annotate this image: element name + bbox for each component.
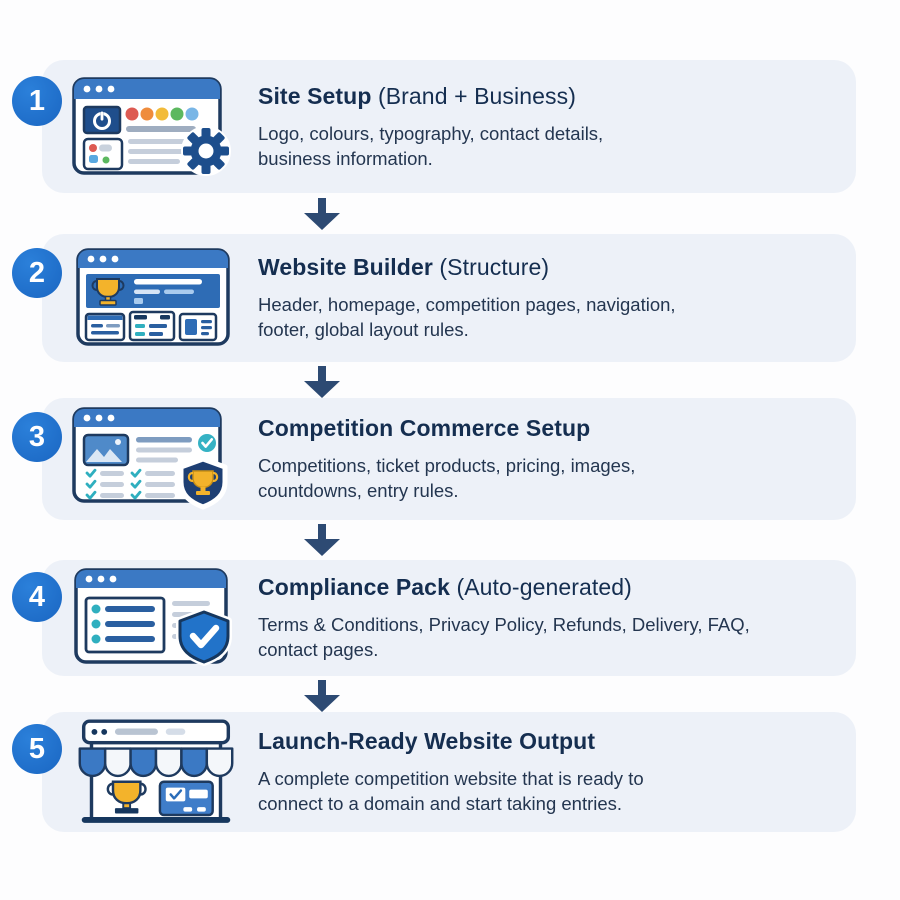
- site-setup-browser-gear-icon: [70, 60, 242, 193]
- step-description-line-2: contact pages.: [258, 639, 379, 660]
- step-description-line-1: Header, homepage, competition pages, nav…: [258, 294, 676, 315]
- step-description: Header, homepage, competition pages, nav…: [258, 292, 836, 342]
- step-card-commerce-setup: Competition Commerce Setup Competitions,…: [42, 398, 856, 520]
- step-description-line-2: footer, global layout rules.: [258, 319, 469, 340]
- step-description: A complete competition website that is r…: [258, 766, 836, 816]
- step-description: Logo, colours, typography, contact detai…: [258, 121, 836, 171]
- step-title-bold: Competition Commerce Setup: [258, 415, 591, 441]
- arrow-down-icon: [304, 524, 340, 556]
- step-title: Website Builder (Structure): [258, 254, 836, 281]
- step-card-compliance-pack: Compliance Pack (Auto-generated) Terms &…: [42, 560, 856, 676]
- step-description-line-1: Logo, colours, typography, contact detai…: [258, 122, 604, 144]
- commerce-checklist-trophy-shield-icon: [70, 398, 242, 520]
- arrow-down-icon: [304, 366, 340, 398]
- step-title-bold: Launch-Ready Website Output: [258, 728, 596, 754]
- step-title-secondary: (Structure): [432, 254, 550, 280]
- step-number-badge-4: 4: [12, 572, 62, 622]
- step-card-launch-output: Launch-Ready Website Output A complete c…: [42, 712, 856, 832]
- step-title: Launch-Ready Website Output: [258, 728, 836, 755]
- step-description-line-1: A complete competition website that is r…: [258, 768, 644, 789]
- step-description: Terms & Conditions, Privacy Policy, Refu…: [258, 612, 836, 662]
- step-number-badge-3: 3: [12, 412, 62, 462]
- step-card-site-setup: Site Setup (Brand + Business) Logo, colo…: [42, 60, 856, 193]
- step-title-bold: Website Builder: [258, 254, 433, 280]
- arrow-down-icon: [304, 680, 340, 712]
- step-title: Competition Commerce Setup: [258, 415, 836, 442]
- launch-storefront-icon: [70, 712, 242, 832]
- step-number-badge-5: 5: [12, 724, 62, 774]
- step-description: Competitions, ticket products, pricing, …: [258, 453, 836, 503]
- step-title-secondary: (Brand + Business): [371, 82, 576, 109]
- step-card-website-builder: Website Builder (Structure) Header, home…: [42, 234, 856, 362]
- step-description-line-2: connect to a domain and start taking ent…: [258, 793, 623, 814]
- step-title-bold: Site Setup: [258, 82, 372, 109]
- step-title: Site Setup (Brand + Business): [258, 83, 836, 110]
- step-description-line-2: countdowns, entry rules.: [258, 480, 459, 501]
- step-title-bold: Compliance Pack: [258, 574, 450, 600]
- step-description-line-2: business information.: [258, 147, 433, 169]
- step-description-line-1: Competitions, ticket products, pricing, …: [258, 455, 636, 476]
- step-description-line-1: Terms & Conditions, Privacy Policy, Refu…: [258, 614, 750, 635]
- compliance-shield-check-icon: [70, 560, 242, 676]
- arrow-down-icon: [304, 198, 340, 230]
- step-number-badge-1: 1: [12, 76, 62, 126]
- website-builder-layout-icon: [70, 234, 242, 362]
- step-number-badge-2: 2: [12, 248, 62, 298]
- step-title-secondary: (Auto-generated): [449, 574, 632, 600]
- step-title: Compliance Pack (Auto-generated): [258, 574, 836, 601]
